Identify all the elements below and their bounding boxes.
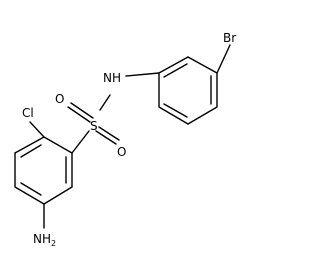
amine-subscript: 2: [51, 239, 56, 248]
n-aryl-bond: [125, 72, 160, 77]
s-o-double-bond: [70, 102, 94, 119]
s-o-double-bond: [95, 130, 117, 145]
s-ring-bond: [71, 130, 90, 154]
aminochlorophenyl-ring: [14, 136, 73, 205]
c-br-bond: [216, 44, 231, 74]
double-bond-inner: [20, 144, 42, 158]
bond: [43, 136, 73, 154]
s-o-double-bond: [98, 126, 120, 141]
bond: [158, 106, 189, 125]
bromine-label: Br: [223, 31, 236, 45]
double-bond-inner: [163, 63, 188, 78]
bond: [14, 136, 45, 154]
bond: [187, 106, 218, 125]
double-bond-inner: [163, 103, 188, 118]
amine-label: NH2: [33, 232, 56, 248]
amine-n-text: NH: [33, 232, 51, 246]
double-bond-inner: [20, 182, 42, 196]
bond: [158, 56, 189, 74]
bromophenyl-ring: [158, 56, 218, 125]
sulfur-label: S: [90, 119, 98, 133]
oxygen-label-left: O: [55, 92, 64, 106]
oxygen-label-right: O: [117, 145, 126, 159]
s-n-bond: [99, 94, 111, 111]
bond: [187, 56, 218, 74]
nh-label: NH: [103, 71, 121, 85]
chlorine-label: Cl: [22, 106, 34, 120]
c-cl-bond: [29, 121, 45, 138]
molecule-structure-diagram: Br NH S O O Cl NH2: [14, 31, 236, 248]
bond: [14, 186, 45, 205]
bond: [43, 186, 73, 205]
s-o-double-bond: [67, 106, 91, 123]
